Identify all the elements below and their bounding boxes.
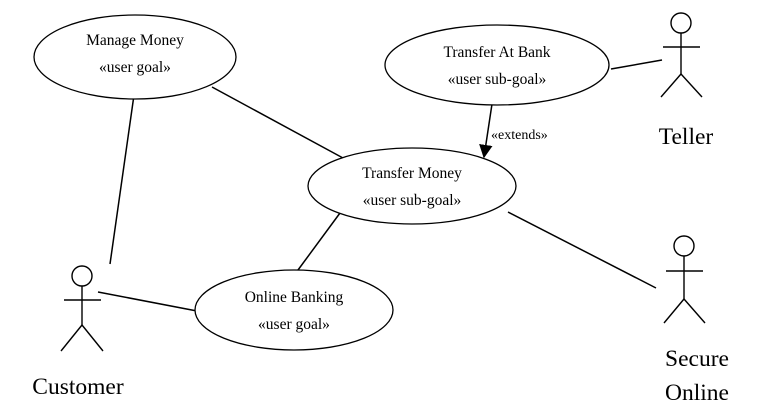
use-case-name: Manage Money (86, 32, 184, 49)
actor-label: Teller (659, 124, 714, 150)
use-case-name: Transfer Money (362, 165, 462, 182)
use-case-stereotype: «user sub-goal» (448, 71, 547, 88)
use-case-stereotype: «user goal» (99, 59, 171, 76)
stick-figure-icon (660, 12, 703, 98)
use-case-name: Online Banking (245, 289, 344, 306)
association-manage-money-transfer-money (211, 86, 344, 159)
actor-label-line-2: Online (665, 380, 729, 403)
use-case-stereotype: «user goal» (258, 316, 330, 333)
association-transfer-money-secure-online (507, 211, 657, 289)
extends-arrow (479, 103, 493, 159)
association-transfer-money-online-banking (297, 212, 341, 271)
association-customer-online-banking (97, 291, 198, 312)
use-case-online-banking: Online Banking «user goal» (194, 269, 394, 351)
use-case-transfer-at-bank: Transfer At Bank «user sub-goal» (384, 24, 610, 106)
actor-customer: Customer (32, 265, 124, 400)
use-case-transfer-money: Transfer Money «user sub-goal» (307, 147, 517, 225)
actor-secure-online: Secure Online (663, 235, 729, 403)
extends-label: «extends» (491, 128, 548, 143)
association-customer-manage-money (109, 87, 136, 265)
association-teller-transfer-at-bank (610, 59, 663, 70)
actor-teller: Teller (659, 12, 714, 150)
actor-label-line-1: Secure (665, 346, 729, 372)
stick-figure-icon (60, 265, 104, 352)
stick-figure-icon (663, 235, 706, 324)
use-case-stereotype: «user sub-goal» (363, 192, 462, 209)
use-case-name: Transfer At Bank (443, 44, 550, 61)
use-case-manage-money: Manage Money «user goal» (33, 14, 237, 100)
actor-label: Customer (32, 374, 124, 400)
